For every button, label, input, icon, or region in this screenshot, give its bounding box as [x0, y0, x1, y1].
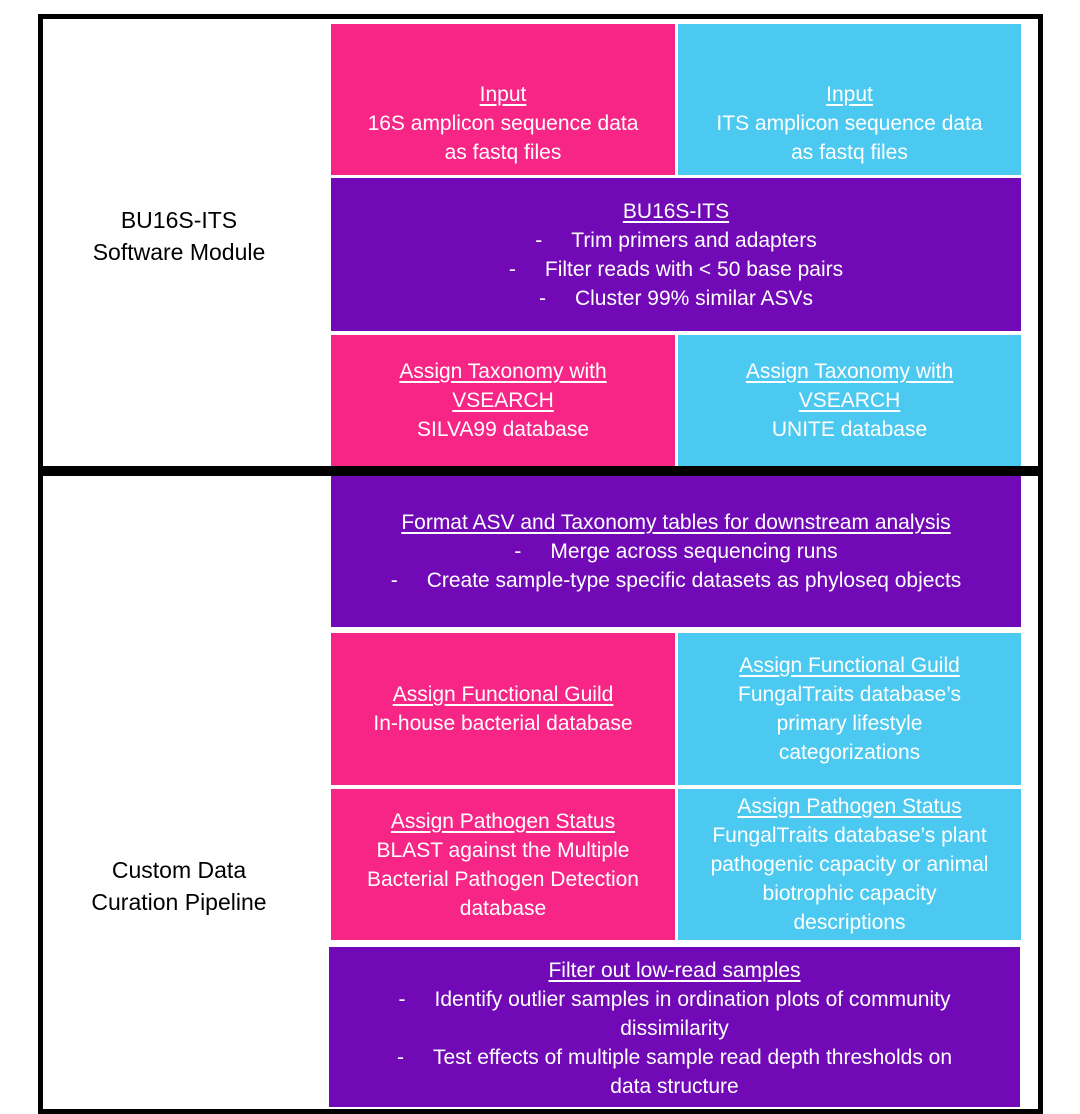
- box-line: pathogenic capacity or animal: [710, 853, 989, 876]
- bullet-text: Identify outlier samples in ordination p…: [434, 988, 951, 1011]
- box-line: as fastq files: [444, 141, 562, 164]
- box-line: BLAST against the Multiple: [376, 838, 630, 862]
- input-16s-box: Input 16S amplicon sequence data as fast…: [331, 24, 675, 175]
- bullet-item: - Merge across sequencing runs: [514, 537, 837, 566]
- box-line: 16S amplicon sequence data: [367, 112, 639, 135]
- section-divider: [43, 466, 1038, 476]
- box-line: as fastq files: [791, 141, 908, 164]
- label-line: Custom Data: [111, 857, 247, 883]
- dash-icon: -: [514, 540, 522, 563]
- bullet-text: Test effects of multiple sample read dep…: [432, 1046, 953, 1069]
- filter-low-read-box: Filter out low-read samples - Identify ou…: [329, 947, 1020, 1107]
- pathogen-status-its-box: Assign Pathogen Status FungalTraits data…: [678, 789, 1021, 940]
- bullet-item: - Test effects of multiple sample read de…: [397, 1043, 952, 1072]
- bullet-text: Merge across sequencing runs: [550, 540, 838, 563]
- bullet-item: - Identify outlier samples in ordination …: [399, 985, 951, 1014]
- box-title: BU16S-ITS: [622, 199, 730, 223]
- bullet-text: Filter reads with < 50 base pairs: [544, 257, 844, 281]
- box-title: Assign Pathogen Status: [737, 795, 962, 818]
- box-line: ITS amplicon sequence data: [716, 112, 983, 135]
- label-line: Software Module: [92, 239, 266, 265]
- bullet-text: Cluster 99% similar ASVs: [574, 286, 814, 310]
- box-title: Filter out low-read samples: [548, 959, 801, 982]
- box-title: VSEARCH: [452, 389, 554, 412]
- box-title: Assign Functional Guild: [392, 683, 614, 706]
- bullet-continuation: dissimilarity: [620, 1017, 729, 1040]
- label-line: Curation Pipeline: [91, 889, 267, 915]
- bullet-text: Create sample-type specific datasets as …: [426, 569, 962, 592]
- dash-icon: -: [508, 257, 516, 281]
- dash-icon: -: [535, 228, 543, 252]
- box-title: Assign Functional Guild: [739, 654, 960, 677]
- box-line: primary lifestyle: [776, 712, 923, 735]
- box-title: Input: [479, 83, 527, 106]
- box-title: Input: [826, 83, 873, 106]
- bullet-item: - Create sample-type specific datasets as…: [391, 566, 962, 595]
- box-title: Format ASV and Taxonomy tables for downs…: [401, 511, 951, 534]
- taxonomy-16s-box: Assign Taxonomy with VSEARCH SILVA99 dat…: [331, 335, 675, 466]
- box-line: categorizations: [778, 741, 921, 764]
- label-line: BU16S-ITS: [120, 207, 238, 233]
- bullet-item: - Filter reads with < 50 base pairs: [509, 255, 843, 284]
- functional-guild-its-box: Assign Functional Guild FungalTraits dat…: [678, 633, 1021, 785]
- box-line: Bacterial Pathogen Detection: [366, 867, 639, 891]
- box-line: FungalTraits database’s plant: [712, 824, 987, 847]
- format-tables-box: Format ASV and Taxonomy tables for downs…: [331, 476, 1021, 627]
- box-title: Assign Taxonomy with: [399, 360, 607, 383]
- bullet-text: Trim primers and adapters: [571, 228, 817, 252]
- bullet-continuation: data structure: [610, 1075, 739, 1098]
- functional-guild-16s-box: Assign Functional Guild In-house bacteri…: [331, 633, 675, 785]
- box-line: In-house bacterial database: [373, 712, 633, 735]
- section-label-curation-pipeline: Custom Data Curation Pipeline: [44, 854, 314, 918]
- box-title: Assign Taxonomy with: [745, 360, 954, 383]
- dash-icon: -: [390, 569, 398, 592]
- box-title: VSEARCH: [798, 389, 901, 412]
- bu16s-its-box: BU16S-ITS -Trim primers and adapters -Fi…: [331, 178, 1021, 331]
- pathogen-status-16s-box: Assign Pathogen Status BLAST against the…: [331, 789, 675, 940]
- input-its-box: Input ITS amplicon sequence data as fast…: [678, 24, 1021, 175]
- bullet-item: - Cluster 99% similar ASVs: [539, 284, 813, 313]
- box-line: biotrophic capacity: [762, 882, 937, 905]
- dash-icon: -: [396, 1046, 404, 1069]
- box-line: database: [459, 896, 547, 920]
- box-line: UNITE database: [771, 418, 928, 441]
- taxonomy-its-box: Assign Taxonomy with VSEARCH UNITE datab…: [678, 335, 1021, 466]
- bullet-item: - Trim primers and adapters: [535, 226, 816, 255]
- box-title: Assign Pathogen Status: [390, 809, 616, 833]
- section-label-software-module: BU16S-ITS Software Module: [44, 204, 314, 268]
- box-line: FungalTraits database’s: [738, 683, 961, 706]
- box-line: SILVA99 database: [416, 418, 590, 441]
- dash-icon: -: [538, 286, 546, 310]
- box-line: descriptions: [793, 911, 906, 934]
- dash-icon: -: [398, 988, 406, 1011]
